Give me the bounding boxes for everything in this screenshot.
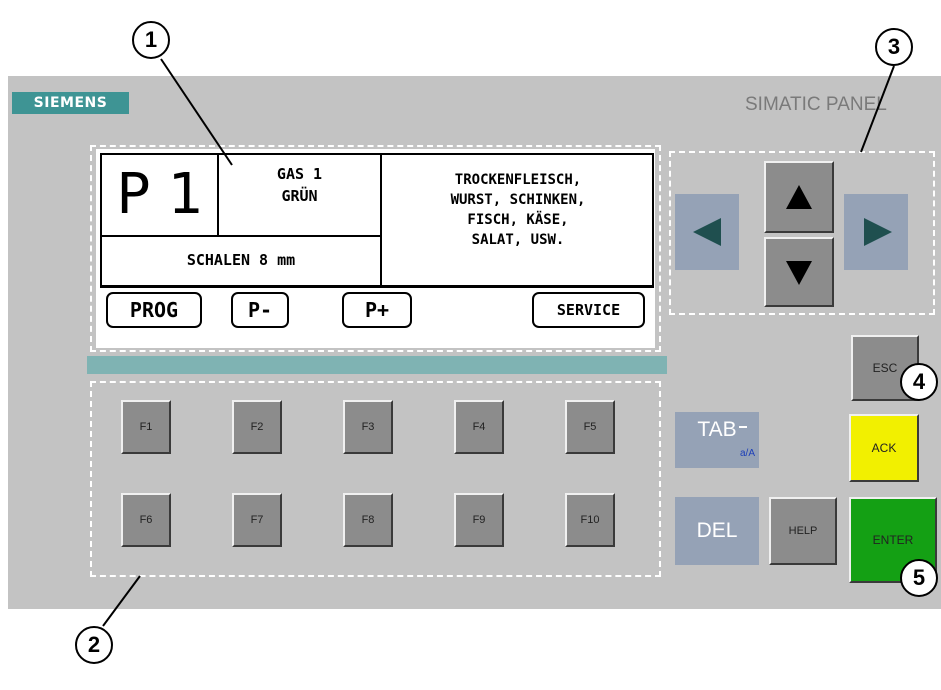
arrow-left-icon (693, 218, 721, 246)
tab-key-label: TAB (697, 418, 737, 441)
f10-key[interactable]: F10 (565, 493, 615, 547)
f4-key[interactable]: F4 (454, 400, 504, 454)
callout-3: 3 (875, 28, 913, 66)
f7-key[interactable]: F7 (232, 493, 282, 547)
callout-1: 1 (132, 21, 170, 59)
program-number: P 1 (116, 162, 204, 227)
f3-key[interactable]: F3 (343, 400, 393, 454)
cursor-up-key[interactable] (764, 161, 834, 233)
cursor-right-key[interactable] (844, 194, 908, 270)
product-line: FISCH, KÄSE, (467, 212, 569, 228)
product-list: TROCKENFLEISCH, WURST, SCHINKEN, FISCH, … (382, 170, 654, 274)
prog-softkey[interactable]: PROG (106, 292, 202, 328)
ack-key[interactable]: ACK (849, 414, 919, 482)
screen-bezel-bar (87, 356, 667, 374)
gas-info: GAS 1 GRÜN (219, 163, 380, 223)
f1-key[interactable]: F1 (121, 400, 171, 454)
tab-key-sublabel: a/A (739, 448, 755, 459)
cursor-left-key[interactable] (675, 194, 739, 270)
service-softkey[interactable]: SERVICE (532, 292, 645, 328)
arrow-down-icon (786, 261, 812, 285)
leader-line (160, 58, 233, 166)
divider (100, 235, 381, 237)
screen-highlight-outline (90, 145, 661, 352)
f9-key[interactable]: F9 (454, 493, 504, 547)
enter-key[interactable]: ENTER (849, 497, 937, 583)
siemens-logo: SIEMENS (12, 92, 129, 114)
gas-line: GAS 1 (276, 165, 323, 183)
arrow-up-icon (786, 185, 812, 209)
cursor-down-key[interactable] (764, 237, 834, 307)
tray-info: SCHALEN 8 mm (186, 251, 296, 269)
divider (380, 153, 382, 287)
tab-key-mark (739, 426, 747, 428)
program-plus-softkey[interactable]: P+ (342, 292, 412, 328)
product-line: WURST, SCHINKEN, (450, 192, 586, 208)
cursor-keys-highlight-outline (669, 151, 935, 315)
leader-line (102, 575, 141, 627)
f2-key[interactable]: F2 (232, 400, 282, 454)
f8-key[interactable]: F8 (343, 493, 393, 547)
callout-4: 4 (900, 363, 938, 401)
arrow-right-icon (864, 218, 892, 246)
program-minus-softkey[interactable]: P- (231, 292, 289, 328)
product-line: TROCKENFLEISCH, (454, 172, 582, 188)
tab-key[interactable] (675, 412, 759, 468)
f6-key[interactable]: F6 (121, 493, 171, 547)
divider (217, 153, 219, 236)
del-key[interactable]: DEL (675, 497, 759, 565)
f5-key[interactable]: F5 (565, 400, 615, 454)
callout-5: 5 (900, 559, 938, 597)
leader-line (860, 65, 895, 153)
divider (100, 286, 654, 288)
panel-model-label: SIMATIC PANEL (745, 94, 887, 115)
callout-2: 2 (75, 626, 113, 664)
help-key[interactable]: HELP (769, 497, 837, 565)
gas-color: GRÜN (281, 187, 318, 205)
function-keys-highlight-outline (90, 381, 661, 577)
product-line: SALAT, USW. (471, 232, 565, 248)
